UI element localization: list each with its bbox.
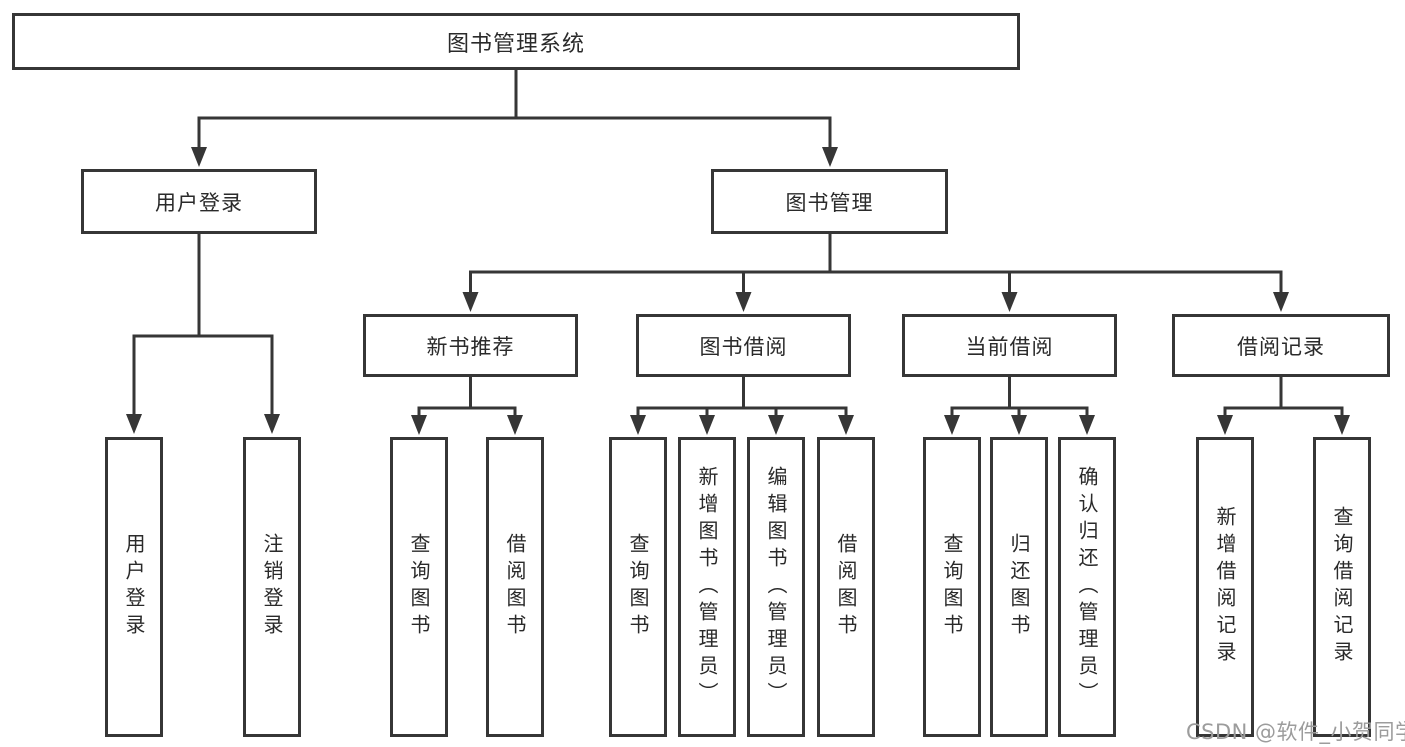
node-label: 查询图书 (626, 533, 650, 641)
node-label: 新增借阅记录 (1213, 506, 1237, 668)
node-label: 新增图书（管理员） (695, 465, 719, 709)
node-book-borrowing: 图书借阅 (636, 314, 851, 377)
node-label: 新书推荐 (426, 334, 515, 359)
node-label: 图书管理 (785, 190, 874, 215)
node-label: 查询图书 (940, 533, 964, 641)
node-label: 图书借阅 (699, 334, 788, 359)
arrow-connectors (126, 116, 1350, 435)
node-label: 查询图书 (407, 533, 431, 641)
leaf-edit-books-admin: 编辑图书（管理员） (747, 437, 805, 737)
node-label: 图书管理系统 (446, 31, 585, 57)
leaf-return-books: 归还图书 (990, 437, 1048, 737)
leaf-borrow-books-borrowing: 借阅图书 (817, 437, 875, 737)
leaf-borrow-books-recommend: 借阅图书 (486, 437, 544, 737)
node-current-borrowing: 当前借阅 (902, 314, 1117, 377)
node-label: 借阅记录 (1237, 334, 1325, 359)
leaf-logout: 注销登录 (243, 437, 301, 737)
node-label: 借阅图书 (503, 533, 527, 641)
node-label: 当前借阅 (965, 334, 1054, 359)
node-label: 用户登录 (122, 533, 146, 641)
node-borrowing-records: 借阅记录 (1172, 314, 1390, 377)
node-label: 确认归还（管理员） (1075, 465, 1099, 709)
leaf-confirm-return-admin: 确认归还（管理员） (1058, 437, 1116, 737)
node-new-book-recommendation: 新书推荐 (363, 314, 578, 377)
leaf-user-login: 用户登录 (105, 437, 163, 737)
stem-lines (197, 68, 1283, 410)
leaf-query-books-borrowing: 查询图书 (609, 437, 667, 737)
leaf-query-books-recommend: 查询图书 (390, 437, 448, 737)
node-user-login: 用户登录 (81, 169, 317, 234)
node-label: 查询借阅记录 (1330, 506, 1354, 668)
node-label: 借阅图书 (834, 533, 858, 641)
watermark-text: CSDN @软件_小贺同学 (1186, 720, 1405, 744)
leaf-query-borrow-record: 查询借阅记录 (1313, 437, 1371, 737)
node-book-management: 图书管理 (711, 169, 948, 234)
node-label: 归还图书 (1007, 533, 1031, 641)
leaf-query-books-current: 查询图书 (923, 437, 981, 737)
node-label: 用户登录 (155, 190, 243, 215)
node-label: 编辑图书（管理员） (764, 465, 788, 709)
leaf-add-books-admin: 新增图书（管理员） (678, 437, 736, 737)
leaf-add-borrow-record: 新增借阅记录 (1196, 437, 1254, 737)
node-root: 图书管理系统 (12, 13, 1020, 70)
node-label: 注销登录 (260, 533, 284, 641)
